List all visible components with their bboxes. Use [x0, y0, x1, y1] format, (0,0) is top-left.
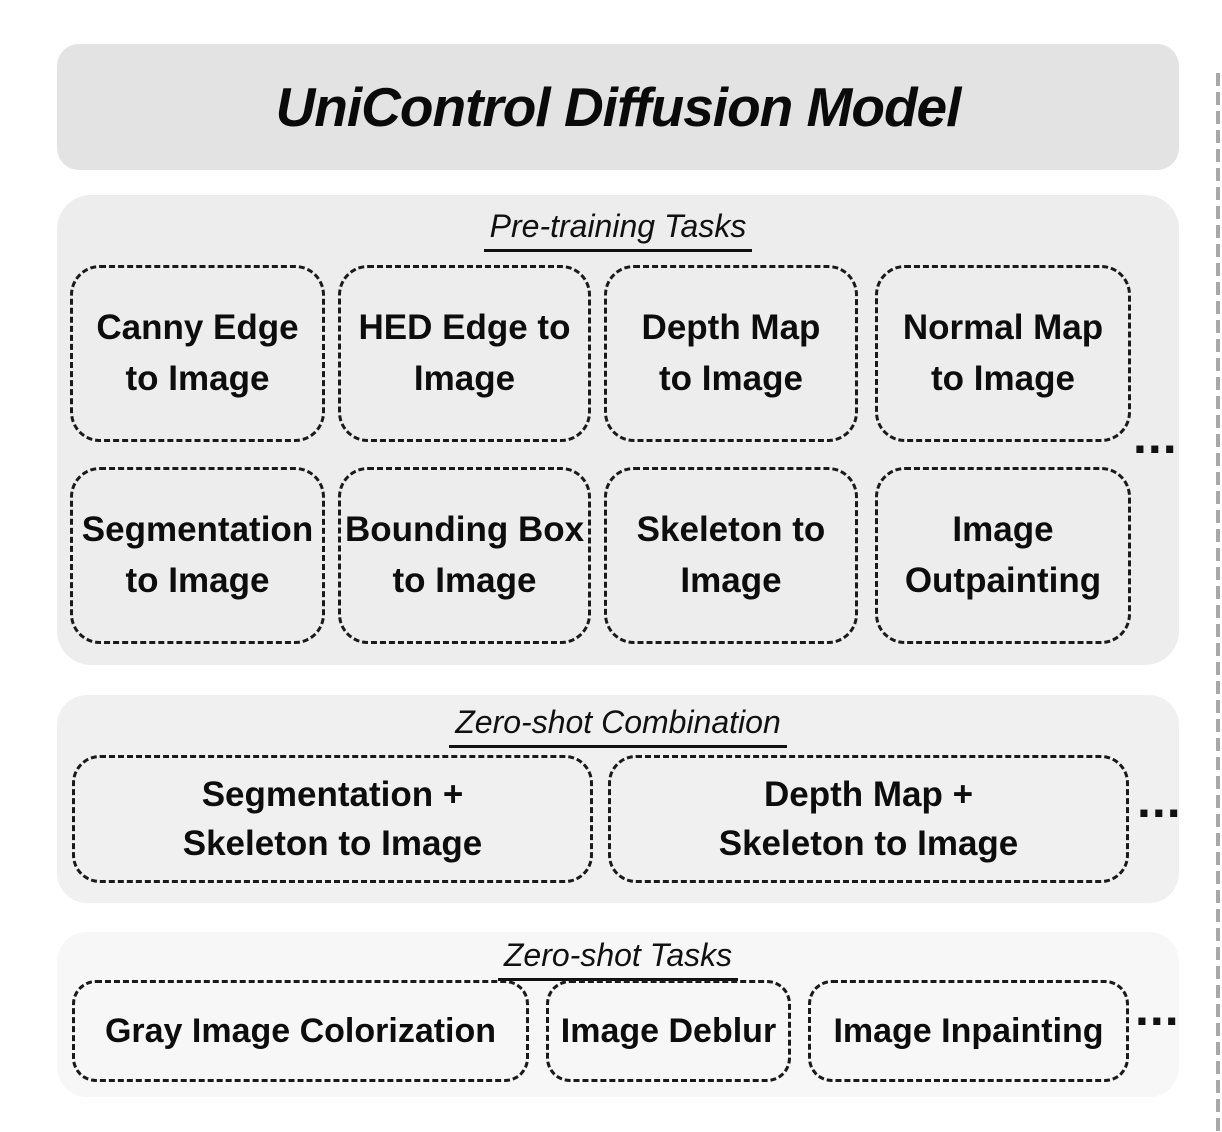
task-label-line: Skeleton to [636, 509, 826, 549]
task-label-line: Gray Image Colorization [104, 1011, 497, 1050]
task-label-line: Bounding Box [344, 509, 585, 549]
task-box-segmentation-plus-skeleton-to-image: Segmentation + Skeleton to Image [72, 755, 593, 883]
task-box-canny-edge-to-image: Canny Edge to Image [70, 265, 325, 442]
zeroshot-heading-text: Zero-shot Tasks [497, 937, 739, 981]
pretraining-heading: Pre-training Tasks [57, 208, 1179, 252]
task-label-line: Skeleton to Image [718, 824, 1019, 863]
task-box-depth-map-to-image: Depth Map to Image [604, 265, 858, 442]
task-label-line: to Image [125, 560, 270, 600]
task-box-bounding-box-to-image: Bounding Box to Image [338, 467, 591, 644]
combination-heading: Zero-shot Combination [57, 704, 1179, 748]
task-box-depth-map-plus-skeleton-to-image: Depth Map + Skeleton to Image [608, 755, 1129, 883]
task-label-line: Normal Map [902, 307, 1104, 347]
zeroshot-heading: Zero-shot Tasks [57, 937, 1179, 981]
task-box-hed-edge-to-image: HED Edge to Image [338, 265, 591, 442]
task-box-image-inpainting: Image Inpainting [808, 980, 1129, 1082]
task-label-line: to Image [125, 358, 270, 398]
task-label-line: Image [413, 358, 516, 398]
task-label-line: Image [680, 560, 782, 600]
task-label-line: Segmentation [81, 509, 314, 549]
task-box-gray-image-colorization: Gray Image Colorization [72, 980, 529, 1082]
task-label-line: Image [952, 509, 1054, 549]
task-label-line: to Image [659, 358, 803, 398]
task-box-skeleton-to-image: Skeleton to Image [604, 467, 858, 644]
task-label-line: Image Inpainting [833, 1011, 1104, 1050]
section-zero-shot-combination: Zero-shot Combination Segmentation + Ske… [57, 695, 1182, 903]
task-label-line: Depth Map [641, 307, 821, 347]
task-label-line: Image Deblur [560, 1011, 777, 1050]
task-label-line: Segmentation + [201, 775, 464, 814]
task-label-line: to Image [392, 560, 537, 600]
task-label-line: Canny Edge [96, 307, 299, 347]
task-label-line: Depth Map + [763, 775, 974, 814]
model-title: UniControl Diffusion Model [275, 76, 962, 138]
task-box-image-deblur: Image Deblur [546, 980, 791, 1082]
task-label-line: Skeleton to Image [182, 824, 483, 863]
task-label-line: Outpainting [904, 560, 1102, 600]
combination-heading-text: Zero-shot Combination [449, 704, 787, 748]
pretraining-heading-text: Pre-training Tasks [483, 208, 753, 252]
task-box-normal-map-to-image: Normal Map to Image [875, 265, 1131, 442]
ellipsis-combination: ... [1137, 772, 1182, 828]
ellipsis-zeroshot: ... [1135, 980, 1180, 1036]
task-box-segmentation-to-image: Segmentation to Image [70, 467, 325, 644]
section-pretraining-tasks: Pre-training Tasks Canny Edge to Image H… [57, 195, 1179, 665]
task-label-line: to Image [931, 358, 1075, 398]
right-dashed-divider [1216, 73, 1220, 1132]
ellipsis-pretraining: ... [1133, 408, 1178, 464]
section-zero-shot-tasks: Zero-shot Tasks Gray Image Colorization … [57, 932, 1179, 1097]
task-box-image-outpainting: Image Outpainting [875, 467, 1131, 644]
task-label-line: HED Edge to [358, 307, 571, 347]
model-title-card: UniControl Diffusion Model [57, 44, 1179, 170]
